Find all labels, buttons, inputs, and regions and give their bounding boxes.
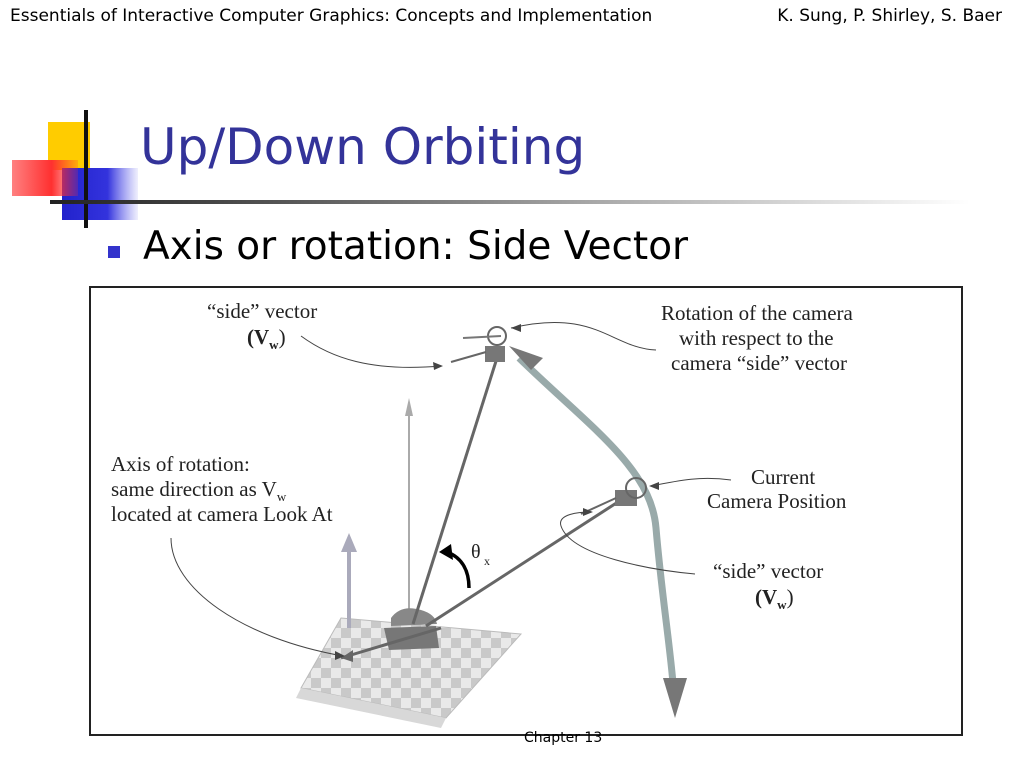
theta-subscript: x [484,554,490,568]
label-rotation-line-1: Rotation of the camera [661,301,854,325]
orbit-figure: θ x “side” vector (Vw) Rotation of the c… [89,286,963,736]
slide-title: Up/Down Orbiting [140,118,586,176]
orbit-arc-arrow-bottom [663,678,687,718]
top-camera [450,326,507,363]
title-underline [50,200,970,204]
label-side-vector-top-symbol: (Vw) [247,325,286,352]
label-current-line-2: Camera Position [707,489,847,513]
label-current-line-1: Current [751,465,815,489]
theta-label: θ [471,541,481,563]
line-to-current-camera [425,498,622,628]
current-camera [580,477,647,515]
bullet-text: Axis or rotation: Side Vector [143,224,689,269]
orbit-arc [516,355,677,684]
label-side-vector-top: “side” vector [207,299,317,323]
orbit-diagram: θ x “side” vector (Vw) Rotation of the c… [111,299,854,728]
label-axis-line-1: Axis of rotation: [111,452,250,476]
label-axis-line-3: located at camera Look At [111,502,333,526]
line-to-top-camera [411,357,499,625]
orbit-arc-arrow-top [509,346,543,370]
slide-logo-decoration [12,110,140,228]
label-rotation-line-2: with respect to the [679,326,834,350]
label-rotation-line-3: camera “side” vector [671,351,847,375]
label-side-vector-bottom-symbol: (Vw) [755,585,794,612]
footer-chapter: Chapter 13 [524,730,603,746]
label-axis-line-2: same direction as Vw [111,477,287,504]
header-authors: K. Sung, P. Shirley, S. Baer [777,6,1002,26]
header-course-title: Essentials of Interactive Computer Graph… [10,6,653,26]
bullet-square-icon [108,246,120,258]
label-side-vector-bottom: “side” vector [713,559,823,583]
